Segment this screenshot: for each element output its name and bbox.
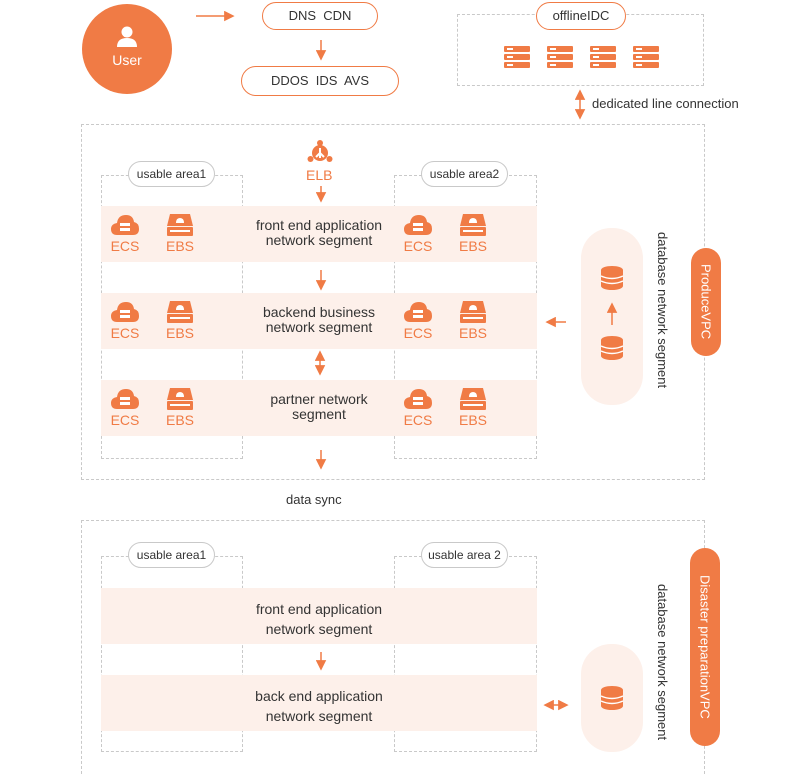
cloud-server-icon xyxy=(398,214,438,236)
segment-label: partner network segment xyxy=(270,391,368,422)
dns-cdn-label: DNS CDN xyxy=(288,8,352,23)
ecs-label: ECS xyxy=(110,412,140,428)
segment-label: backend business network segment xyxy=(262,304,376,335)
ebs-service[interactable]: EBS xyxy=(160,301,200,341)
offline-idc-node[interactable]: offlineIDC xyxy=(536,2,626,30)
segment-label: front end application network segment xyxy=(255,217,383,248)
server-rack-icon xyxy=(633,46,659,68)
segment-band xyxy=(101,675,537,731)
server-rack-icon xyxy=(547,46,573,68)
dns-cdn-node[interactable]: DNS CDN xyxy=(262,2,378,30)
server-rack-icon xyxy=(504,46,530,68)
ebs-label: EBS xyxy=(165,412,194,428)
ebs-service[interactable]: EBS xyxy=(453,301,493,341)
data-sync-label: data sync xyxy=(286,492,342,507)
ecs-label: ECS xyxy=(403,325,433,341)
database-icon xyxy=(600,686,624,710)
segment-label: back end application network segment xyxy=(255,688,383,724)
ebs-label: EBS xyxy=(458,238,487,254)
disaster-vpc-label: Disaster preparationVPC xyxy=(697,575,713,719)
database-icon xyxy=(600,336,624,360)
cloud-server-icon xyxy=(398,301,438,323)
produce-vpc-pill: ProduceVPC xyxy=(691,248,721,356)
dedicated-line-label: dedicated line connection xyxy=(592,96,739,111)
usable-area2-tag: usable area 2 xyxy=(421,542,508,568)
ddos-ids-avs-node[interactable]: DDOS IDS AVS xyxy=(241,66,399,96)
produce-vpc-label: ProduceVPC xyxy=(698,264,714,340)
ebs-label: EBS xyxy=(165,325,194,341)
storage-disk-icon xyxy=(453,388,493,410)
ebs-label: EBS xyxy=(458,412,487,428)
database-icon xyxy=(600,266,624,290)
ecs-label: ECS xyxy=(403,238,433,254)
ecs-label: ECS xyxy=(403,412,433,428)
usable-area2-tag: usable area2 xyxy=(421,161,508,187)
storage-disk-icon xyxy=(160,388,200,410)
offline-idc-label: offlineIDC xyxy=(552,8,610,23)
usable-area1-tag: usable area1 xyxy=(128,542,215,568)
ecs-service[interactable]: ECS xyxy=(398,301,438,341)
storage-disk-icon xyxy=(160,301,200,323)
ddos-label: DDOS IDS AVS xyxy=(270,73,369,88)
ecs-service[interactable]: ECS xyxy=(105,214,145,254)
ebs-service[interactable]: EBS xyxy=(160,388,200,428)
storage-disk-icon xyxy=(453,214,493,236)
ecs-label: ECS xyxy=(110,325,140,341)
cloud-server-icon xyxy=(105,301,145,323)
ebs-service[interactable]: EBS xyxy=(453,214,493,254)
cloud-server-icon xyxy=(398,388,438,410)
ecs-label: ECS xyxy=(110,238,140,254)
ecs-service[interactable]: ECS xyxy=(398,388,438,428)
segment-label: front end application network segment xyxy=(255,601,383,637)
ebs-service[interactable]: EBS xyxy=(160,214,200,254)
user-label: User xyxy=(112,52,142,68)
user-node[interactable]: User xyxy=(82,4,172,94)
server-rack-icon xyxy=(590,46,616,68)
storage-disk-icon xyxy=(160,214,200,236)
segment-band xyxy=(101,588,537,644)
elb-icon xyxy=(307,140,333,162)
database-segment-label: database network segment xyxy=(655,232,670,389)
user-icon xyxy=(117,26,137,47)
cloud-server-icon xyxy=(105,214,145,236)
ebs-label: EBS xyxy=(165,238,194,254)
disaster-vpc-pill: Disaster preparationVPC xyxy=(690,548,720,746)
ebs-label: EBS xyxy=(458,325,487,341)
ecs-service[interactable]: ECS xyxy=(105,301,145,341)
database-segment-label: database network segment xyxy=(655,584,670,741)
ecs-service[interactable]: ECS xyxy=(105,388,145,428)
elb-label: ELB xyxy=(306,167,333,183)
ebs-service[interactable]: EBS xyxy=(453,388,493,428)
storage-disk-icon xyxy=(453,301,493,323)
cloud-server-icon xyxy=(105,388,145,410)
usable-area1-tag: usable area1 xyxy=(128,161,215,187)
ecs-service[interactable]: ECS xyxy=(398,214,438,254)
